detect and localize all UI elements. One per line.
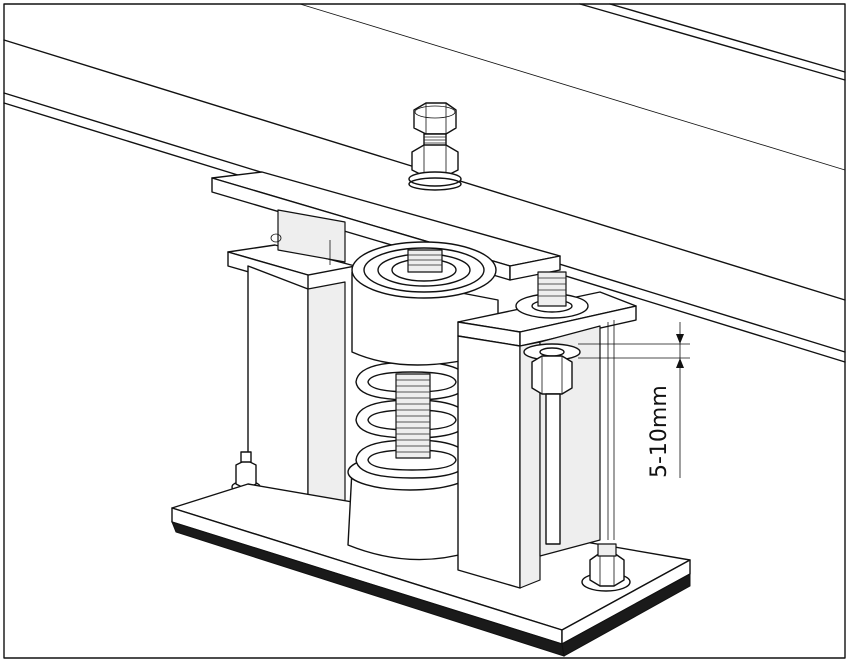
right-anchor-bolt <box>581 543 631 592</box>
drawing-frame <box>3 3 846 659</box>
dimension-arrow-bottom <box>676 358 684 368</box>
right-adjustment-bolt <box>515 271 589 545</box>
dimension-label: 5-10mm <box>647 385 672 478</box>
right-bracket <box>457 291 637 589</box>
top-bolt <box>408 102 462 191</box>
dimension-arrow-top <box>676 334 684 344</box>
gap-dimension: 5-10mm <box>578 322 690 478</box>
